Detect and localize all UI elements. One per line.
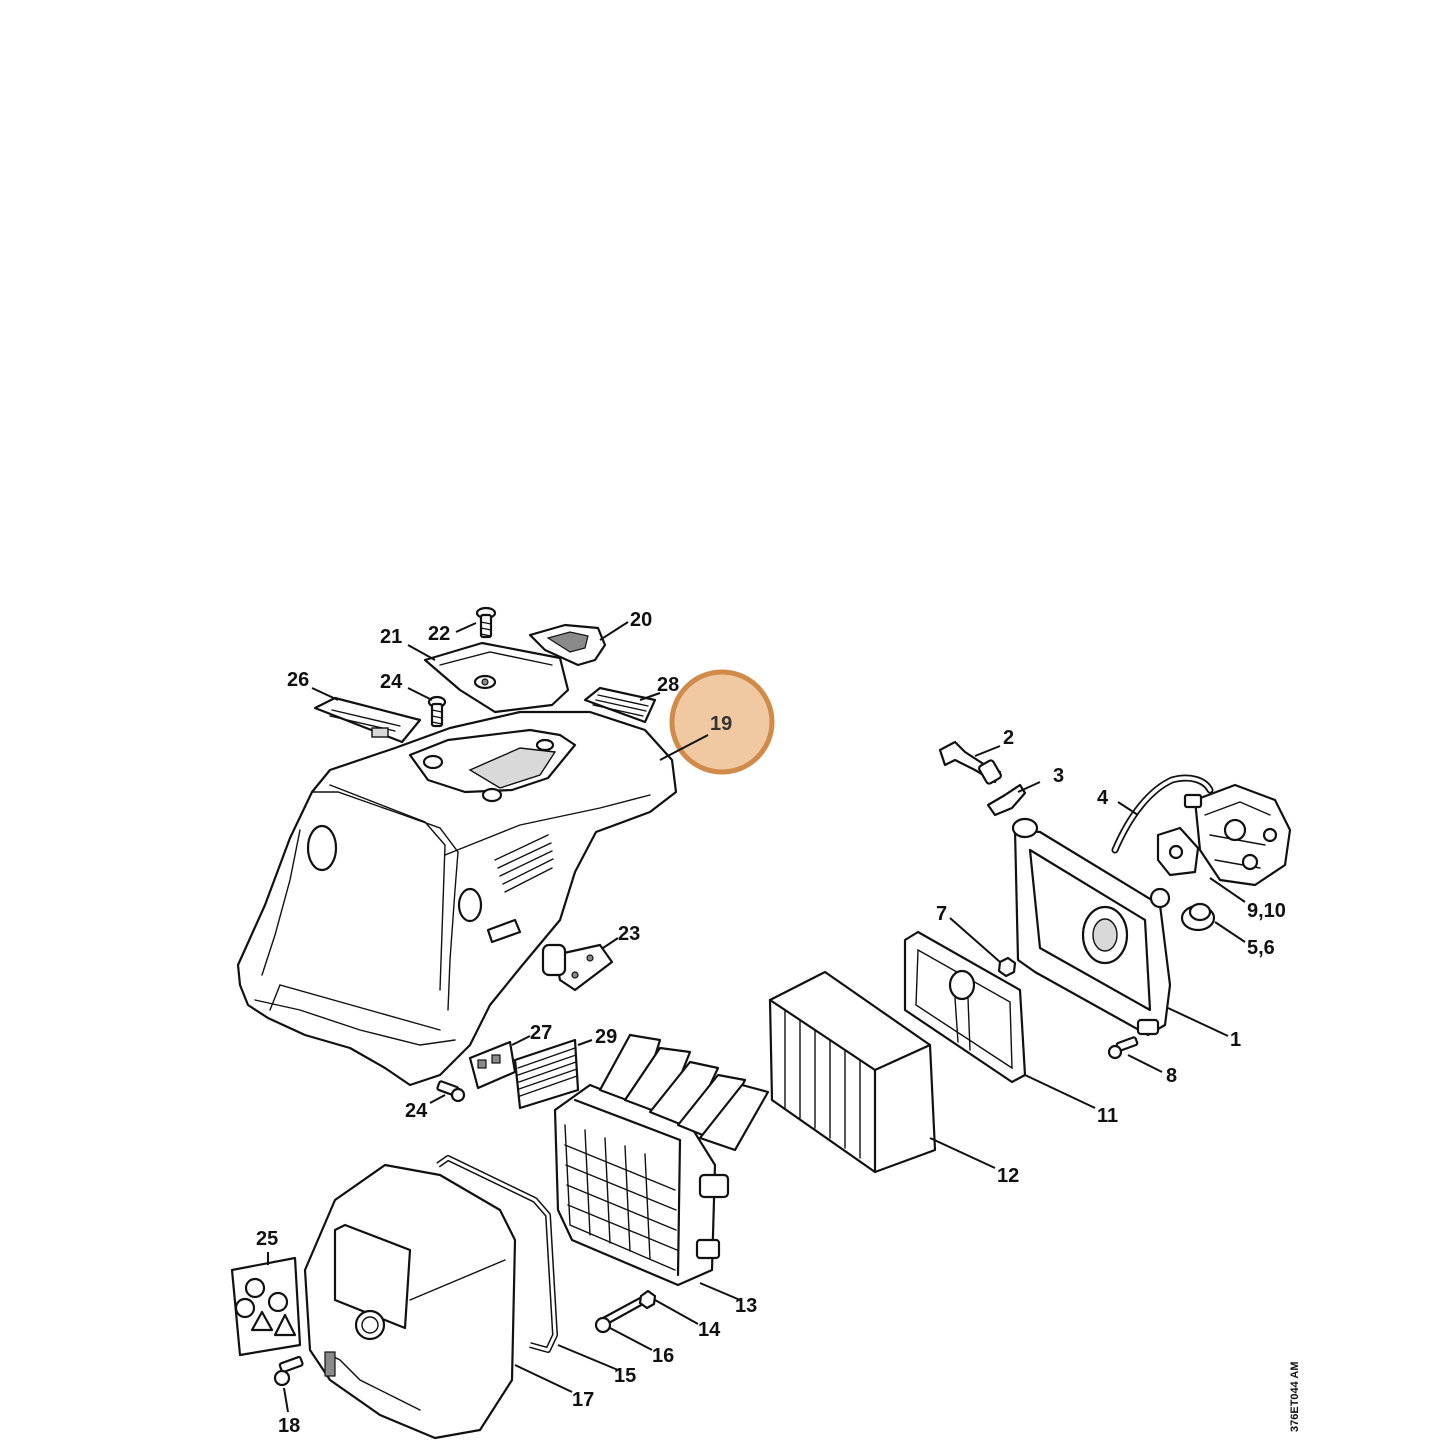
callout-20[interactable]: 20 <box>630 609 652 631</box>
part-23-mount <box>541 943 614 992</box>
callout-29[interactable]: 29 <box>595 1026 617 1048</box>
highlight-circle-19[interactable] <box>669 669 775 775</box>
part-29-grille <box>513 1038 580 1110</box>
part-14-nut <box>638 1289 657 1310</box>
callout-18[interactable]: 18 <box>278 1415 300 1437</box>
part-20-grip-cap <box>528 623 607 667</box>
part-24-screw-lower <box>436 1080 466 1103</box>
part-5-6-primer <box>1180 902 1216 932</box>
part-7-nut <box>997 956 1017 978</box>
callout-5-6[interactable]: 5,6 <box>1247 937 1275 959</box>
callout-8[interactable]: 8 <box>1166 1065 1177 1087</box>
part-12-filter-element <box>768 970 937 1174</box>
callout-1[interactable]: 1 <box>1230 1029 1241 1051</box>
leader-lines <box>267 621 1246 1413</box>
part-9-10-carburetor <box>1156 783 1292 887</box>
callout-labels: 1 2 3 4 5,6 7 8 9,10 11 12 13 14 15 16 1… <box>256 609 1286 1437</box>
callout-7[interactable]: 7 <box>936 903 947 925</box>
callout-23[interactable]: 23 <box>618 923 640 945</box>
part-17-filter-cover <box>303 1163 517 1440</box>
callout-3[interactable]: 3 <box>1053 765 1064 787</box>
callout-19[interactable]: 19 <box>710 713 732 735</box>
callout-11[interactable]: 11 <box>1097 1105 1118 1127</box>
callout-24-lower[interactable]: 24 <box>405 1100 428 1122</box>
part-13-filter-base <box>553 1033 770 1287</box>
callout-13[interactable]: 13 <box>735 1295 757 1317</box>
callout-14[interactable]: 14 <box>698 1319 721 1341</box>
callout-16[interactable]: 16 <box>652 1345 674 1367</box>
callout-12[interactable]: 12 <box>997 1165 1019 1187</box>
callout-22[interactable]: 22 <box>428 623 450 645</box>
part-8-screw <box>1107 1036 1139 1060</box>
part-2-rod <box>938 740 1002 785</box>
shroud-19 <box>236 710 678 1087</box>
part-22-screw <box>475 606 497 639</box>
part-27-label <box>468 1040 517 1090</box>
callout-17[interactable]: 17 <box>572 1389 594 1411</box>
callout-9-10[interactable]: 9,10 <box>1247 900 1286 922</box>
callout-24-upper[interactable]: 24 <box>380 671 403 693</box>
callout-21[interactable]: 21 <box>380 626 402 648</box>
callout-25[interactable]: 25 <box>256 1228 278 1250</box>
part-3-clip <box>986 783 1027 817</box>
callout-28[interactable]: 28 <box>657 674 679 696</box>
part-25-warning-label <box>230 1256 302 1357</box>
part-1-carburetor-box <box>1011 817 1172 1037</box>
part-21-top-cover <box>423 641 570 714</box>
part-26-label <box>313 696 422 744</box>
part-16-stud <box>594 1296 645 1334</box>
callout-15[interactable]: 15 <box>614 1365 636 1387</box>
part-4-fuel-line <box>1111 774 1214 854</box>
part-24-screw-upper <box>427 695 447 728</box>
drawing-code: 376ET044 AM <box>1289 1361 1301 1432</box>
callout-4[interactable]: 4 <box>1097 787 1109 809</box>
callout-26[interactable]: 26 <box>287 669 309 691</box>
part-28-label <box>583 686 657 724</box>
part-18-screw <box>273 1355 304 1387</box>
part-15-seal <box>436 1155 558 1353</box>
callout-2[interactable]: 2 <box>1003 727 1014 749</box>
callout-27[interactable]: 27 <box>530 1022 552 1044</box>
vent-slots <box>494 834 554 893</box>
